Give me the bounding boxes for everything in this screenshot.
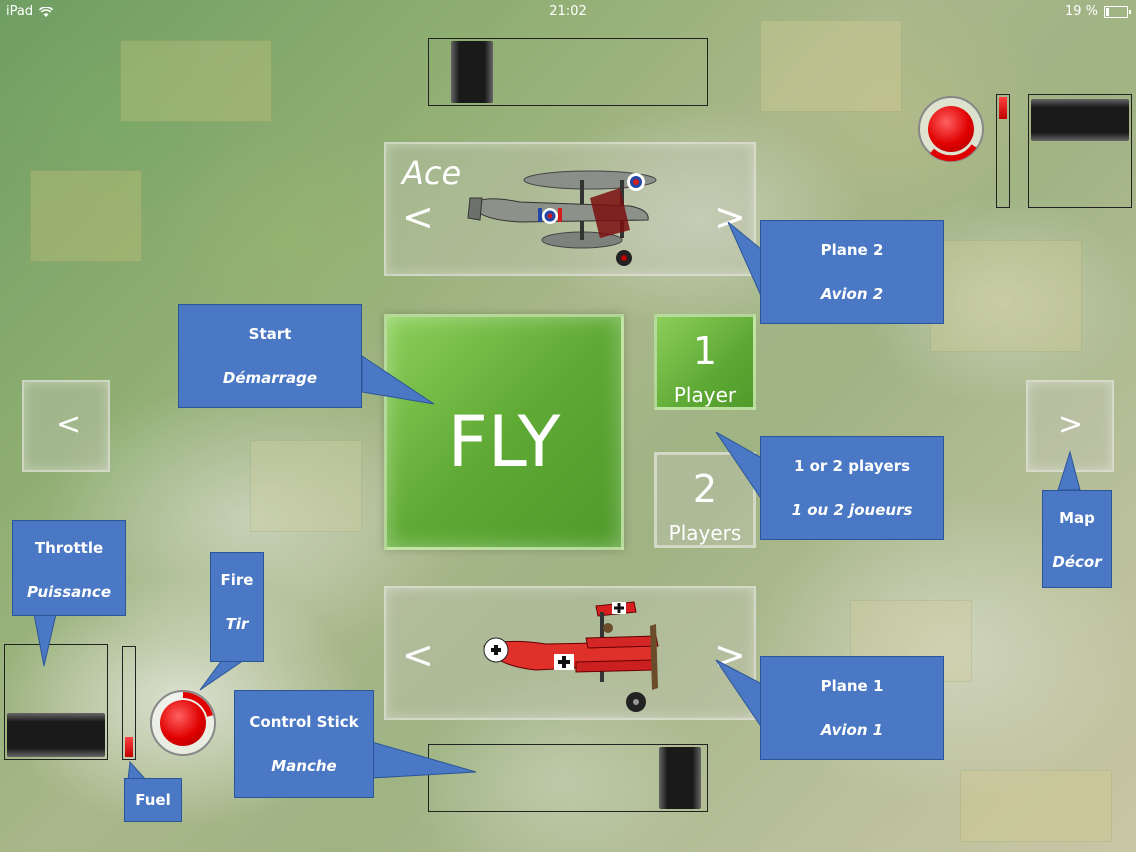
battery-icon: [1104, 5, 1131, 18]
control-stick-knob[interactable]: [659, 747, 701, 809]
callout-map-fr: Décor: [1052, 553, 1102, 571]
map-prev-panel: [22, 380, 110, 472]
fire-button-p1[interactable]: [150, 690, 216, 756]
fire-button-p2-core: [928, 106, 974, 152]
callout-map: Map Décor: [1042, 490, 1112, 588]
callout-players-en: 1 or 2 players: [793, 457, 911, 475]
player-count: 2: [692, 467, 718, 511]
callout-fire-fr: Tir: [225, 615, 249, 633]
fuel-level-p2: [999, 97, 1007, 119]
fire-button-p2[interactable]: [918, 96, 984, 162]
plane2-next-button[interactable]: >: [714, 195, 746, 239]
player-count: 1: [692, 329, 718, 373]
player-label: Player: [673, 383, 737, 407]
callout-control-stick: Control Stick Manche: [234, 690, 374, 798]
callout-plane2: Plane 2 Avion 2: [760, 220, 944, 324]
map-prev-button[interactable]: <: [56, 407, 82, 442]
map-next-button[interactable]: >: [1058, 407, 1084, 442]
callout-fire: Fire Tir: [210, 552, 264, 662]
fly-button[interactable]: FLY: [384, 314, 624, 550]
biplane-icon: [467, 170, 657, 266]
top-slider[interactable]: [428, 38, 708, 106]
callout-throttle-fr: Puissance: [26, 583, 111, 601]
fuel-gauge-p1: [122, 646, 136, 760]
triplane-icon: [483, 601, 659, 712]
field-patch: [30, 170, 142, 262]
fuel-gauge-p2: [996, 94, 1010, 208]
fire-button-p1-core: [160, 700, 206, 746]
callout-start-en: Start: [248, 325, 292, 343]
top-slider-knob[interactable]: [451, 41, 493, 103]
battery-percent: 19 %: [1064, 4, 1098, 19]
fuel-level-p1: [125, 737, 133, 757]
one-player-button[interactable]: 1 Player: [654, 314, 756, 410]
throttle-p1[interactable]: [4, 644, 108, 760]
field-patch: [960, 770, 1112, 842]
status-left: iPad: [6, 4, 54, 19]
status-time: 21:02: [549, 4, 587, 19]
callout-start: Start Démarrage: [178, 304, 362, 408]
device-label: iPad: [6, 4, 34, 19]
callout-throttle-en: Throttle: [34, 539, 104, 557]
callout-fuel-en: Fuel: [135, 791, 171, 809]
callout-plane2-en: Plane 2: [820, 241, 884, 259]
field-patch: [250, 440, 362, 532]
field-patch: [120, 40, 272, 122]
fire-reload-arc-icon: [929, 144, 977, 162]
callout-plane2-fr: Avion 2: [820, 285, 884, 303]
skill-label: Ace: [402, 154, 462, 192]
callout-control-stick-en: Control Stick: [249, 713, 359, 731]
throttle-p1-knob[interactable]: [7, 713, 105, 757]
callout-fire-en: Fire: [220, 571, 254, 589]
battery-fill: [1106, 7, 1109, 16]
callout-players-fr: 1 ou 2 joueurs: [791, 501, 913, 519]
field-patch: [760, 20, 902, 112]
fire-reload-arc-icon: [182, 692, 213, 717]
throttle-p2[interactable]: [1028, 94, 1132, 208]
callout-plane1-fr: Avion 1: [820, 721, 884, 739]
field-patch: [930, 240, 1082, 352]
status-right: 19 %: [1064, 4, 1131, 19]
callout-map-en: Map: [1059, 509, 1095, 527]
player-label: Players: [668, 521, 742, 545]
two-players-button[interactable]: 2 Players: [654, 452, 756, 548]
callout-plane1-en: Plane 1: [820, 677, 884, 695]
callout-players: 1 or 2 players 1 ou 2 joueurs: [760, 436, 944, 540]
callout-start-fr: Démarrage: [222, 369, 318, 387]
fly-label: FLY: [447, 401, 561, 483]
callout-control-stick-fr: Manche: [271, 757, 337, 775]
plane2-prev-button[interactable]: <: [402, 195, 434, 239]
callout-plane1: Plane 1 Avion 1: [760, 656, 944, 760]
wifi-icon: [39, 5, 54, 17]
callout-fuel: Fuel: [124, 778, 182, 822]
control-stick-slider[interactable]: [428, 744, 708, 812]
status-bar: iPad 21:02 19 %: [0, 0, 1136, 24]
callout-throttle: Throttle Puissance: [12, 520, 126, 616]
throttle-p2-knob[interactable]: [1031, 99, 1129, 141]
plane1-prev-button[interactable]: <: [402, 633, 434, 677]
